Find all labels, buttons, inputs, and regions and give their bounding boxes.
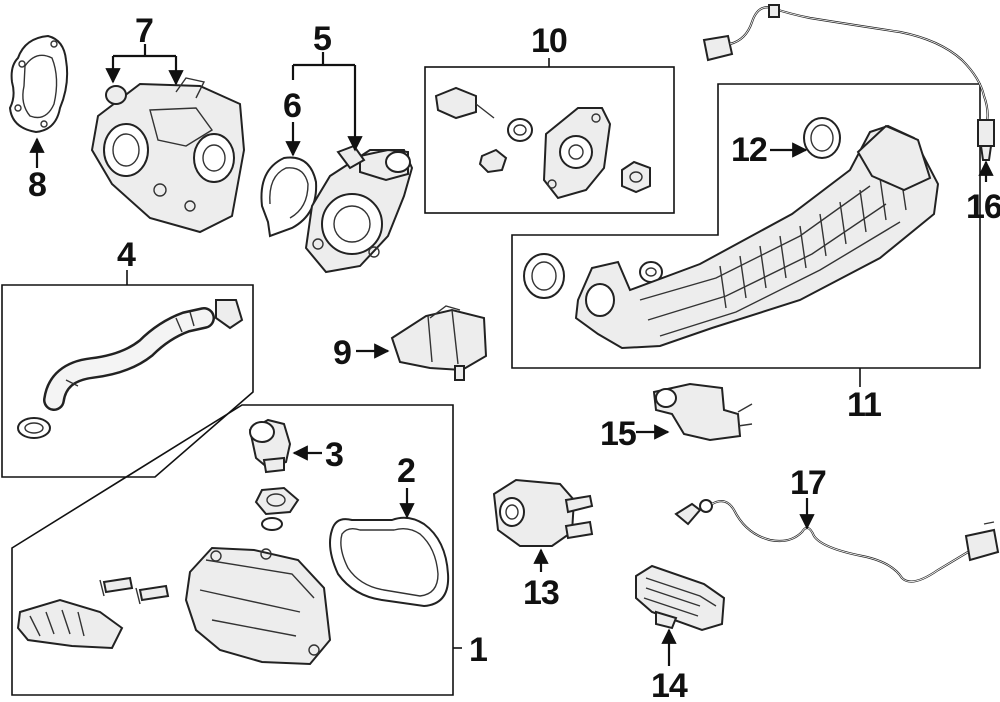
callout-12: 12 [731, 131, 767, 169]
o-ring-6 [260, 156, 318, 238]
gasket-8 [8, 34, 69, 134]
egr-cooler-11 [523, 124, 940, 350]
callout-6: 6 [283, 87, 301, 125]
callout-9: 9 [333, 334, 351, 372]
ring-12 [803, 117, 841, 159]
control-module-14 [635, 564, 726, 632]
thermostat-housing-13 [492, 478, 594, 547]
housing-1 [16, 486, 332, 666]
callout-1: 1 [469, 631, 487, 669]
callout-11: 11 [847, 386, 881, 424]
callout-15: 15 [600, 415, 636, 453]
callout-3: 3 [325, 436, 343, 474]
callout-4: 4 [117, 236, 136, 274]
solenoid-15 [652, 382, 753, 442]
callout-14: 14 [651, 667, 688, 702]
sensor-3 [248, 418, 292, 474]
hose-4 [17, 299, 244, 439]
callout-17: 17 [790, 464, 826, 502]
sensor-kit-10 [434, 86, 651, 200]
sensor-harness-17 [674, 499, 1000, 583]
callout-13: 13 [523, 574, 559, 612]
egr-valve-5 [304, 144, 414, 274]
callout-16: 16 [966, 188, 1000, 226]
oxygen-sensor-16 [702, 4, 995, 161]
pressure-sensor-9 [390, 305, 488, 381]
gasket-2 [329, 516, 450, 608]
callout-7: 7 [135, 12, 153, 50]
callout-8: 8 [28, 166, 46, 204]
throttle-body-7 [90, 77, 246, 234]
group-box-1 [11, 404, 454, 696]
group-box-4 [1, 284, 254, 478]
callout-10: 10 [531, 22, 567, 60]
callout-5: 5 [313, 20, 331, 58]
callout-2: 2 [397, 452, 415, 490]
